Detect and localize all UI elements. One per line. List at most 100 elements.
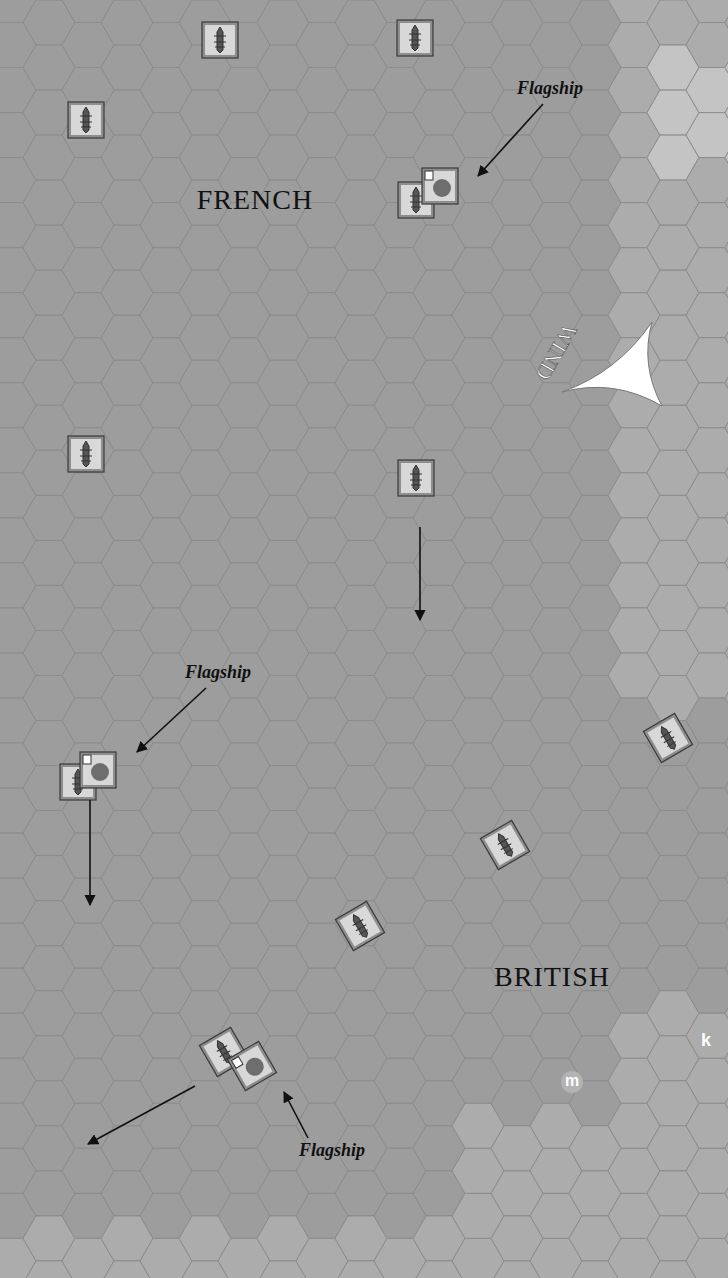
ship-symbol (493, 831, 516, 860)
hex (686, 1193, 728, 1238)
rank-box (232, 1057, 243, 1069)
ship-counter (397, 20, 433, 56)
hex (686, 203, 728, 248)
hex (725, 270, 728, 315)
counter-inner (400, 23, 430, 53)
hex (725, 360, 728, 405)
hex (725, 811, 728, 856)
counter-inner (205, 25, 235, 55)
hex (686, 923, 728, 968)
counter-inner (340, 906, 381, 947)
arrow-line (137, 688, 206, 752)
ship-symbol (410, 465, 422, 491)
counter-inner (71, 439, 101, 469)
counter-face (202, 22, 238, 58)
hex (725, 585, 728, 630)
hex (725, 315, 728, 360)
hex (686, 1058, 728, 1103)
hex (725, 495, 728, 540)
hex (686, 0, 728, 23)
hex (725, 856, 728, 901)
hex (725, 991, 728, 1036)
arrow-line (419, 527, 421, 620)
hex (686, 1148, 728, 1193)
hex (686, 248, 728, 293)
hex (686, 338, 728, 383)
ship-symbol (80, 107, 92, 133)
hex (725, 405, 728, 450)
counter-inner (648, 718, 689, 759)
hex-letter: m (565, 1072, 579, 1090)
hex (725, 1171, 728, 1216)
hex (725, 90, 728, 135)
counter-face (422, 168, 458, 204)
ship-counter (422, 168, 458, 204)
hex (686, 788, 728, 833)
hex-letter: k (701, 1030, 711, 1051)
hex (725, 676, 728, 721)
counter-inner (71, 105, 101, 135)
counter-face (68, 436, 104, 472)
arrow-line (89, 800, 91, 905)
hex (725, 1216, 728, 1261)
ship-symbol (656, 724, 679, 753)
hex (725, 180, 728, 225)
hex (725, 766, 728, 811)
hex (725, 1126, 728, 1171)
hex (686, 968, 728, 1013)
hex (686, 518, 728, 563)
counter-face (80, 752, 116, 788)
hex (725, 450, 728, 495)
hex (686, 653, 728, 698)
ship-symbol (409, 25, 421, 51)
ship-counter (68, 436, 104, 472)
hex (686, 833, 728, 878)
counter-face (643, 713, 692, 762)
hex (686, 743, 728, 788)
counter-face (68, 102, 104, 138)
arrow-line (478, 104, 543, 176)
counter-face (480, 820, 529, 869)
hex (686, 1013, 728, 1058)
hex (725, 0, 728, 45)
hex (686, 608, 728, 653)
ship-counter (480, 820, 529, 869)
admiral-portrait (91, 763, 109, 781)
hex (686, 473, 728, 518)
ship-symbol (410, 187, 422, 213)
ship-counter (227, 1041, 276, 1090)
counter-face (335, 901, 384, 950)
hex (686, 68, 728, 113)
move-arrows (88, 104, 543, 1144)
ship-symbol (214, 27, 226, 53)
hex (725, 721, 728, 766)
hex (725, 540, 728, 585)
arrow-line (284, 1092, 308, 1138)
counter-inner (425, 171, 455, 201)
hex (686, 698, 728, 743)
flagship-label: Flagship (517, 78, 583, 99)
ship-symbol (80, 441, 92, 467)
admiral-portrait (433, 179, 451, 197)
hex (686, 383, 728, 428)
hex-marker (561, 1071, 583, 1093)
rank-box (83, 755, 91, 764)
hex (725, 1081, 728, 1126)
ship-counter (68, 102, 104, 138)
hex (725, 135, 728, 180)
hex (725, 1261, 728, 1278)
admiral-portrait (242, 1054, 267, 1079)
hex (725, 1036, 728, 1081)
hex (686, 878, 728, 923)
counter-face (227, 1041, 276, 1090)
counter-inner (204, 1032, 245, 1073)
ship-counter (398, 460, 434, 496)
flagship-label: Flagship (185, 662, 251, 683)
ship-counter (202, 22, 238, 58)
hex (725, 45, 728, 90)
ship-counter (80, 752, 116, 788)
hex (725, 631, 728, 676)
flagship-label: Flagship (299, 1140, 365, 1161)
hex (686, 563, 728, 608)
